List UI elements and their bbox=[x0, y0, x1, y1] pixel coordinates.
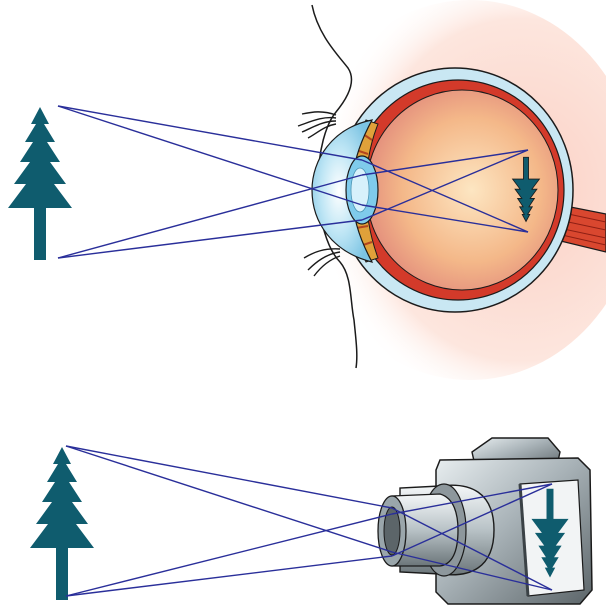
ray-bottom-upper bbox=[66, 514, 392, 596]
tree-icon bbox=[30, 447, 94, 600]
ray-bottom-lower bbox=[66, 556, 392, 596]
tree-icon bbox=[8, 107, 72, 260]
camera-panel bbox=[30, 438, 592, 604]
eye-panel bbox=[8, 0, 606, 380]
